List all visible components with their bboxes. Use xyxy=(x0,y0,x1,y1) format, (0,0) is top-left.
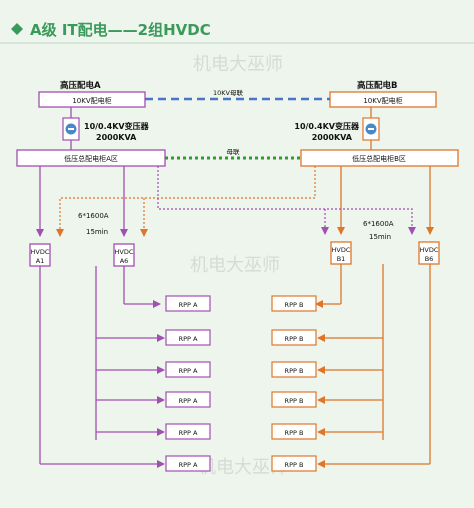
cross-feed-a-to-b xyxy=(157,166,416,235)
rpp-a-5 xyxy=(165,423,211,440)
rpp-b-5 xyxy=(271,423,317,440)
transformer-a-spec: 10/0.4KV变压器 xyxy=(84,121,150,131)
rpp-b-2 xyxy=(271,329,317,346)
hvdc-a1-line1: HVDC xyxy=(31,248,50,256)
bus-ties: 10KV母联 母联 xyxy=(145,88,330,160)
watermark-middle: 机电大巫师 xyxy=(190,255,280,276)
lv-b-cabinet-label: 低压总配电柜B区 xyxy=(352,154,406,163)
transformer-b-spec: 10/0.4KV变压器 xyxy=(294,121,360,131)
page-title: A级 IT配电——2组HVDC xyxy=(30,21,211,39)
hv-a-cabinet-label: 10KV配电柜 xyxy=(72,96,111,105)
cable-spec-b: 6*1600A xyxy=(363,220,394,228)
hvdc-a6-line1: HVDC xyxy=(115,248,134,256)
hvdc-b6 xyxy=(418,241,440,265)
rpp-a-label-4: RPP A xyxy=(179,397,198,405)
rpp-b-3 xyxy=(271,361,317,378)
lv-bus-tie-label: 母联 xyxy=(227,147,241,156)
hvdc-b1-line2: B1 xyxy=(337,255,346,263)
diamond-icon xyxy=(11,23,23,35)
transformer-a-icon xyxy=(62,117,80,141)
rpp-b-label-4: RPP B xyxy=(285,397,304,405)
rpp-b-6 xyxy=(271,455,317,472)
lv-a-cabinet-label: 低压总配电柜A区 xyxy=(64,154,118,163)
rpp-b-label-1: RPP B xyxy=(285,301,304,309)
hvdc-b6-line2: B6 xyxy=(425,255,434,263)
rpp-a-3 xyxy=(165,361,211,378)
hv-b-title: 高压配电B xyxy=(357,80,397,91)
rpp-b-1 xyxy=(271,295,317,312)
cross-feed-b-to-a xyxy=(56,166,316,237)
hv-b-cabinet-label: 10KV配电柜 xyxy=(363,96,402,105)
transformer-a-capacity: 2000KVA xyxy=(96,133,137,142)
side-b: 高压配电B 10KV配电柜 10/0.4KV变压器 2000KVA 低压总配电柜… xyxy=(271,80,459,472)
hvdc-b6-line1: HVDC xyxy=(420,246,439,254)
rpp-a-label-3: RPP A xyxy=(179,367,198,375)
rpp-a-4 xyxy=(165,391,211,408)
rpp-a-group: RPP A RPP A RPP A RPP A RPP A RPP A xyxy=(40,295,211,472)
rpp-b-group: RPP B RPP B RPP B RPP B RPP B RPP B xyxy=(271,295,430,472)
transformer-b-capacity: 2000KVA xyxy=(312,133,353,142)
side-a: 高压配电A 10KV配电柜 10/0.4KV变压器 2000KVA 低压总配电柜… xyxy=(16,80,211,472)
watermark-top: 机电大巫师 xyxy=(193,54,283,75)
rpp-b-label-5: RPP B xyxy=(285,429,304,437)
transformer-b-icon xyxy=(362,117,380,141)
rpp-a-label-2: RPP A xyxy=(179,335,198,343)
rpp-b-label-2: RPP B xyxy=(285,335,304,343)
hv-a-title: 高压配电A xyxy=(60,80,101,91)
cable-time-a: 15min xyxy=(86,228,108,236)
rpp-a-1 xyxy=(165,295,211,312)
rpp-b-label-6: RPP B xyxy=(285,461,304,469)
lv-b-cabinet xyxy=(300,149,459,167)
cable-time-b: 15min xyxy=(369,233,391,241)
hvdc-a1-line2: A1 xyxy=(36,257,45,265)
hvdc-a6-line2: A6 xyxy=(120,257,129,265)
rpp-a-label-5: RPP A xyxy=(179,429,198,437)
rpp-b-label-3: RPP B xyxy=(285,367,304,375)
hvdc-b1-line1: HVDC xyxy=(332,246,351,254)
header: A级 IT配电——2组HVDC xyxy=(0,21,474,44)
cable-spec-a: 6*1600A xyxy=(78,212,109,220)
watermark-bottom: 机电大巫师 xyxy=(198,457,288,478)
hv-bus-tie-label: 10KV母联 xyxy=(213,88,243,97)
rpp-a-6 xyxy=(165,455,211,472)
rpp-a-label-6: RPP A xyxy=(179,461,198,469)
watermarks: 机电大巫师 机电大巫师 机电大巫师 xyxy=(190,54,288,478)
rpp-a-2 xyxy=(165,329,211,346)
rpp-a-label-1: RPP A xyxy=(179,301,198,309)
rpp-b-4 xyxy=(271,391,317,408)
